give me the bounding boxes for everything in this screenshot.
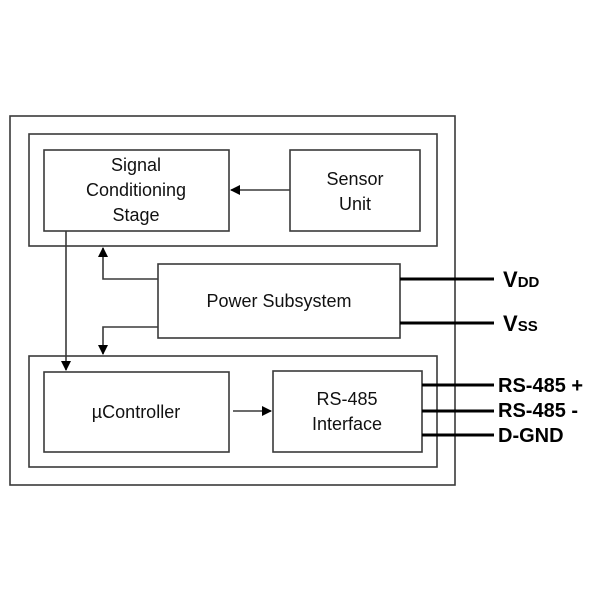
power-label: Power Subsystem [206, 291, 351, 311]
power-to-sensing-arrow [98, 247, 158, 280]
signal-conditioning-block [43, 149, 230, 232]
vdd-label: VDD [503, 267, 540, 292]
power-subsystem-block [157, 263, 401, 339]
rs485-label-1: RS-485 [316, 389, 377, 409]
rs485-label-2: Interface [312, 414, 382, 434]
sensor-unit-block [289, 149, 421, 232]
microcontroller-block [43, 371, 230, 453]
signal-label-3: Stage [112, 205, 159, 225]
sensor-label-1: Sensor [326, 169, 383, 189]
sensor-label-2: Unit [339, 194, 371, 214]
rs485-minus-label: RS-485 - [498, 400, 578, 422]
controller-label: µController [92, 402, 180, 422]
dgnd-label: D-GND [498, 425, 564, 447]
power-to-processing-arrow [98, 326, 158, 355]
vss-label: VSS [503, 311, 538, 336]
signal-label-2: Conditioning [86, 180, 186, 200]
rs485-interface-block [272, 370, 423, 453]
signal-label-1: Signal [111, 155, 161, 175]
rs485-plus-label: RS-485 + [498, 375, 583, 397]
